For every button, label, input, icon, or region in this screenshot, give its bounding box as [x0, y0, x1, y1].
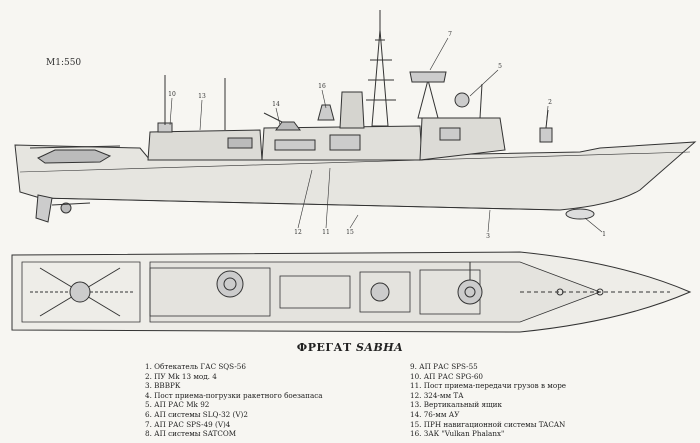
legend-item: 8. АП системы SATCOM: [145, 429, 237, 439]
legend-item: 13. Вертикальный ящик: [410, 400, 502, 410]
title-prefix: ФРЕГАТ: [296, 341, 352, 354]
radar-top: [216, 270, 244, 298]
callout-3: 3: [486, 233, 490, 240]
figure-title: ФРЕГАТ SABHA: [0, 341, 700, 354]
legend-item: 10. АП РАС SPG-60: [410, 371, 483, 381]
phalanx: [317, 104, 335, 121]
smokestack: [339, 91, 365, 129]
radar-sps49: [409, 71, 447, 83]
side-callout-numbers: 10 13 14 16 7 5 2 1 3 12 11 15: [168, 31, 606, 240]
legend-item: 3. ВВВРК: [145, 381, 181, 391]
callout-5: 5: [498, 63, 502, 70]
legend-left: 1. Обтекатель ГАС SQS-56 2. ПУ Mk 13 мод…: [145, 362, 395, 439]
callout-2: 2: [548, 99, 552, 106]
launcher-top: [457, 279, 483, 305]
callout-12: 12: [294, 229, 302, 236]
legend-item: 14. 76-мм АУ: [410, 409, 460, 419]
callout-13: 13: [198, 93, 206, 100]
legend-item: 6. АП системы SLQ-32 (V)2: [145, 409, 248, 419]
legend-item: 1. Обтекатель ГАС SQS-56: [145, 362, 246, 371]
sonar-dome: [565, 208, 595, 220]
callout-16: 16: [318, 83, 326, 90]
scale-label: М1:550: [46, 58, 82, 68]
legend-item: 15. ПРН навигационной системы TACAN: [410, 419, 566, 429]
legend-item: 4. Пост приема-погрузки ракетного боезап…: [145, 390, 323, 400]
legend-right: 9. АП РАС SPS-55 10. АП РАС SPG-60 11. П…: [410, 362, 670, 439]
flight-deck: [21, 261, 141, 323]
legend-item: 2. ПУ Mk 13 мод. 4: [145, 371, 217, 381]
fore-mast: [417, 78, 439, 119]
main-mast: [371, 29, 389, 127]
propeller: [60, 202, 72, 214]
ship-drawing: 10 13 14 16 7 5 2 1 3 12 11 15: [11, 10, 697, 333]
legend-item: 5. АП РАС Mk 92: [145, 400, 210, 410]
callout-14: 14: [272, 101, 280, 108]
legend-item: 9. АП РАС SPS-55: [410, 362, 478, 371]
callout-1: 1: [602, 231, 606, 238]
callout-7: 7: [448, 31, 452, 38]
helicopter: [37, 149, 112, 164]
legend-item: 12. 324-мм ТА: [410, 390, 464, 400]
callout-15: 15: [346, 229, 354, 236]
legend-item: 16. ЗАК "Vulkan Phalanx": [410, 429, 505, 439]
radar-mk92: [454, 92, 470, 108]
legend-item: 11. Пост приема-передачи грузов в море: [410, 381, 567, 391]
callout-10: 10: [168, 91, 176, 98]
title-name: SABHA: [355, 341, 404, 354]
legend-item: 7. АП РАС SPS-49 (V)4: [145, 419, 231, 429]
rudder: [35, 194, 53, 223]
callout-11: 11: [322, 229, 330, 236]
side-view-hull: [14, 141, 697, 211]
